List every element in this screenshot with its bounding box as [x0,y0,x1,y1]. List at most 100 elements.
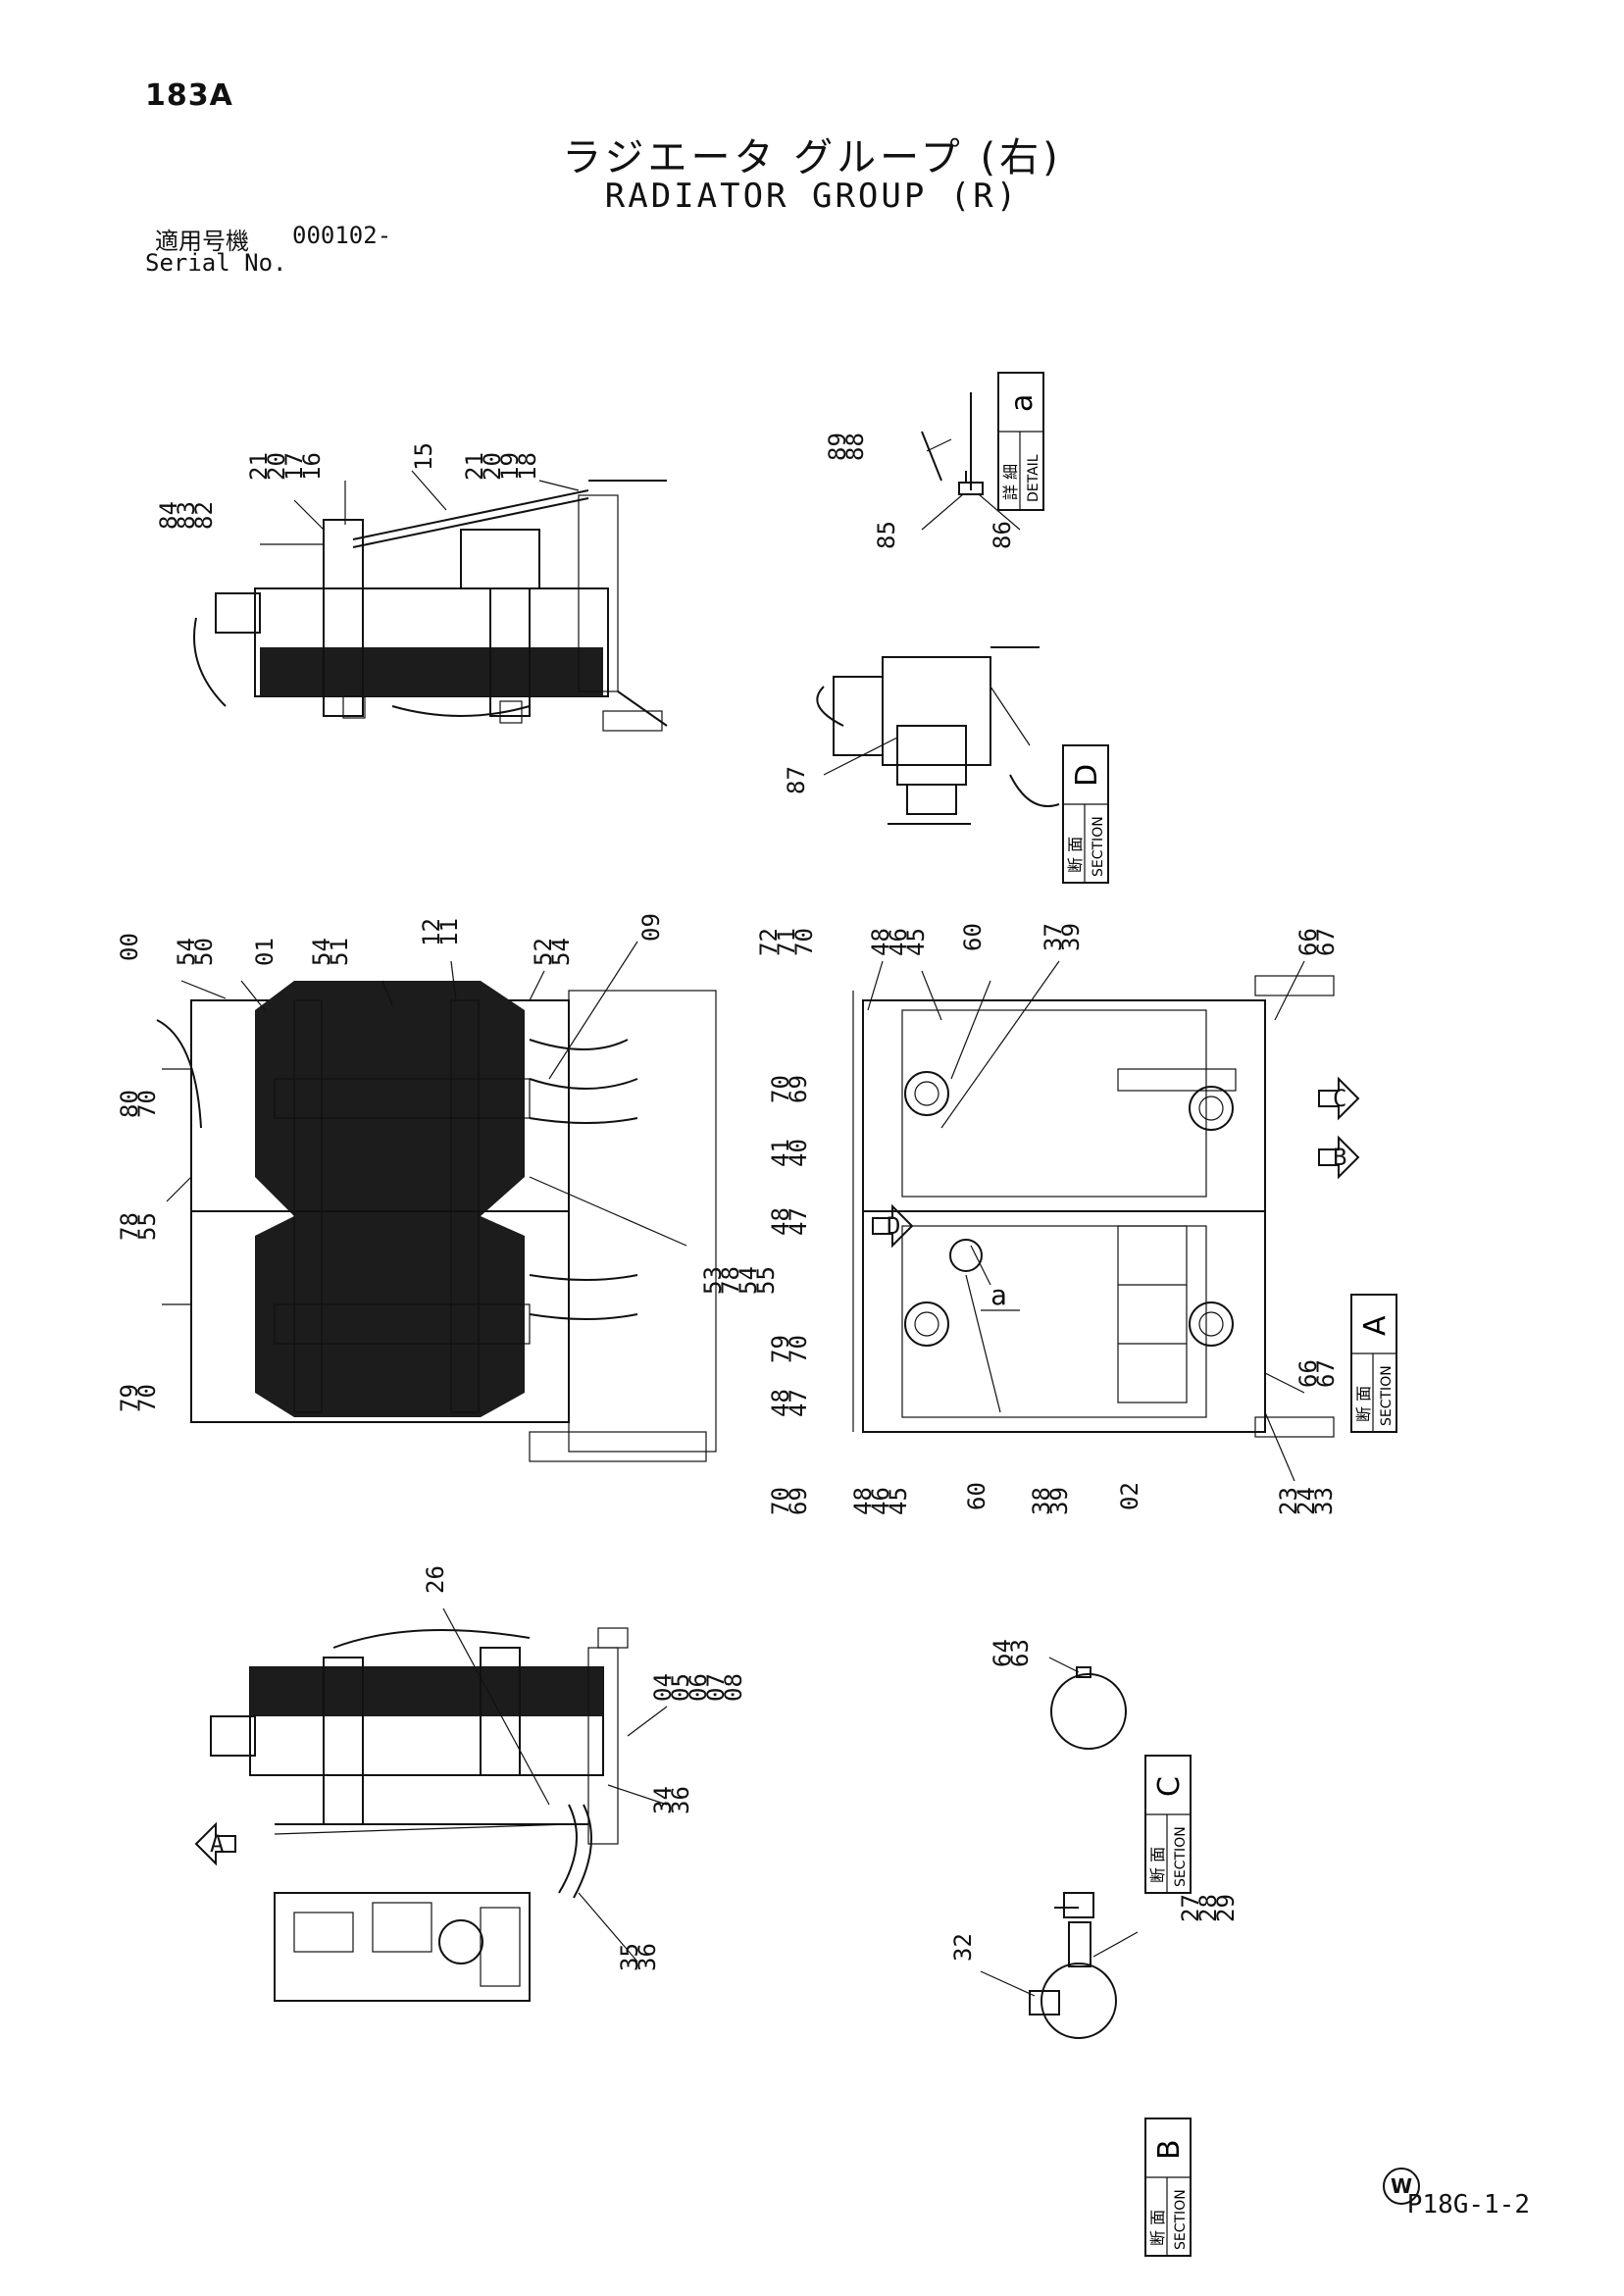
front-view-leaders [166,941,687,1247]
part-number-label: 67 [1312,928,1340,956]
part-number-label: 48 [849,1487,877,1515]
part-number-label: 23 [1275,1487,1302,1515]
section-d-view [816,646,1060,825]
part-number-label: 69 [785,1487,812,1515]
part-number-label: 60 [963,1482,990,1510]
section-b-jp: 断 面 [1148,2210,1167,2246]
part-number-label: 82 [190,501,218,530]
view-arrow-a-label: A [210,1830,225,1858]
watermark-badge: W [1383,2168,1420,2205]
part-number-label: 38 [1028,1487,1055,1515]
part-number-label: 67 [1312,1359,1340,1388]
part-number-label: 41 [767,1139,794,1167]
part-number-label: 85 [873,521,900,549]
part-number-label: 64 [989,1639,1016,1667]
title-english: RADIATOR GROUP (R) [604,177,1020,216]
part-number-label: 48 [867,928,894,956]
part-number-label: 52 [530,938,557,966]
detail-a-jp: 詳 細 [1001,464,1020,500]
part-number-label: 20 [263,452,290,481]
part-number-label: 36 [634,1943,661,1971]
part-number-label: 35 [616,1943,643,1971]
detail-a-en: DETAIL [1026,454,1041,502]
view-arrow-b: B [1318,1135,1360,1180]
top-left-view [193,480,668,732]
part-number-label: 01 [251,938,279,966]
part-number-label: 05 [667,1673,694,1702]
section-c-box: 断 面 SECTION C [1144,1755,1192,1894]
serial-value: 000102- [292,222,392,249]
part-number-label: 29 [1212,1894,1240,1922]
part-number-label: 39 [1045,1487,1073,1515]
view-arrow-c: C [1318,1076,1360,1121]
part-number-label: 54 [308,938,335,966]
part-number-label: 78 [116,1212,143,1241]
part-number-label: 86 [989,521,1016,549]
part-number-label: 32 [949,1933,977,1962]
part-number-label: 45 [885,1487,912,1515]
section-b-box: 断 面 SECTION B [1144,2117,1192,2257]
part-number-label: 89 [824,433,851,461]
part-number-label: 19 [496,452,524,481]
section-d-letter: D [1070,764,1104,787]
part-number-label: 71 [773,928,800,956]
part-number-label: 50 [190,938,218,966]
part-number-label: 88 [841,433,869,461]
part-number-label: 80 [116,1090,143,1118]
part-number-label: 51 [326,938,353,966]
part-number-label: 54 [173,938,200,966]
part-number-label: 70 [790,928,818,956]
part-number-label: 11 [435,918,463,946]
part-number-label: 02 [1116,1482,1143,1510]
part-number-label: 46 [885,928,912,956]
section-d-jp: 断 面 [1066,837,1085,873]
section-a-box: 断 面 SECTION A [1350,1294,1397,1433]
serial-label-en: Serial No. [145,249,287,277]
top-left-leaders [293,470,580,531]
section-c-jp: 断 面 [1148,1847,1167,1883]
part-number-label: 06 [685,1673,712,1702]
part-number-label: 45 [902,928,930,956]
section-c-view [1048,1657,1127,1750]
section-a-en: SECTION [1379,1365,1395,1426]
part-number-label: 04 [649,1673,677,1702]
part-number-label: 66 [1294,928,1322,956]
part-number-label: 55 [133,1212,161,1241]
page-reference: P18G-1-2 [1406,2190,1530,2219]
part-number-label: 24 [1293,1487,1320,1515]
part-number-label: 54 [735,1266,762,1295]
part-number-label: 78 [717,1266,744,1295]
part-number-label: 55 [752,1266,780,1295]
front-view [156,981,717,1462]
part-number-label: 15 [410,442,437,471]
section-b-en: SECTION [1173,2189,1189,2250]
part-number-label: 54 [547,938,575,966]
part-number-label: 26 [422,1565,449,1594]
section-d-box: 断 面 SECTION D [1062,744,1109,884]
part-number-label: 34 [649,1786,677,1814]
part-number-label: 63 [1006,1639,1034,1667]
detail-a-view [921,392,1021,531]
view-arrow-b-label: B [1333,1144,1346,1171]
rear-view-leaders [867,960,1305,1482]
part-number-label: 70 [133,1090,161,1118]
part-number-label: 40 [785,1139,812,1167]
part-number-label: 27 [1177,1894,1204,1922]
part-number-label: 47 [785,1389,812,1417]
part-number-label: 72 [755,928,783,956]
detail-a-letter: a [1005,394,1040,412]
part-number-label: 07 [702,1673,730,1702]
view-arrow-c-label: C [1333,1085,1346,1112]
detail-a-box: 詳 細 DETAIL a [997,372,1044,511]
section-a-jp: 断 面 [1354,1386,1373,1422]
serial-label-jp: 適用号機 [155,228,249,255]
section-b-view [980,1892,1139,2039]
title-japanese: ラジエータ グループ (右) [562,135,1062,180]
part-number-label: 36 [667,1786,694,1814]
bottom-left-view [210,1627,629,2002]
part-number-label: 69 [785,1075,812,1103]
view-arrow-a: A [194,1821,236,1866]
part-number-label: 21 [245,452,273,481]
section-c-en: SECTION [1173,1826,1189,1887]
